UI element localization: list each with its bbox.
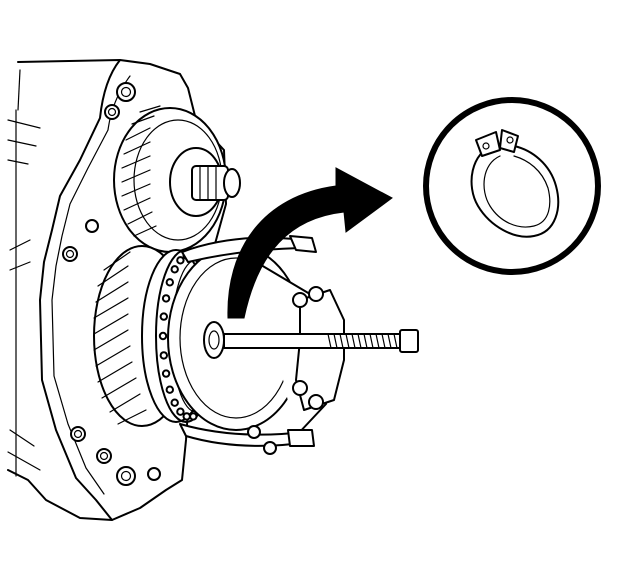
output-shaft-stub — [191, 165, 241, 201]
bearing-roller — [159, 351, 169, 360]
screw-thread — [327, 333, 332, 349]
bearing-roller — [165, 385, 175, 394]
puller-forcing-screw — [203, 321, 419, 359]
bearing-roller — [176, 256, 185, 265]
screw-thread — [345, 333, 350, 349]
screw-thread — [369, 333, 374, 349]
bearing-roller — [159, 312, 169, 321]
detail-arrow — [227, 167, 393, 319]
screw-thread — [381, 333, 386, 349]
bearing-roller — [158, 331, 168, 341]
bearing-roller — [189, 412, 198, 421]
screw-thread — [333, 333, 338, 349]
bearing-roller — [170, 398, 179, 407]
bearing-roller — [161, 369, 171, 378]
bearing-roller — [176, 407, 185, 416]
screw-thread — [387, 333, 392, 349]
bearing-roller — [161, 294, 171, 303]
snap-ring-callout — [423, 97, 601, 275]
screw-thread — [375, 333, 380, 349]
bearing-roller — [170, 265, 179, 274]
screw-thread — [339, 333, 344, 349]
screw-thread — [351, 333, 356, 349]
bearing-roller — [165, 278, 175, 287]
transfer-case-housing — [7, 59, 227, 521]
screw-thread — [357, 333, 362, 349]
screw-thread — [363, 333, 368, 349]
screw-thread — [393, 333, 398, 349]
bearing-roller — [182, 412, 191, 421]
